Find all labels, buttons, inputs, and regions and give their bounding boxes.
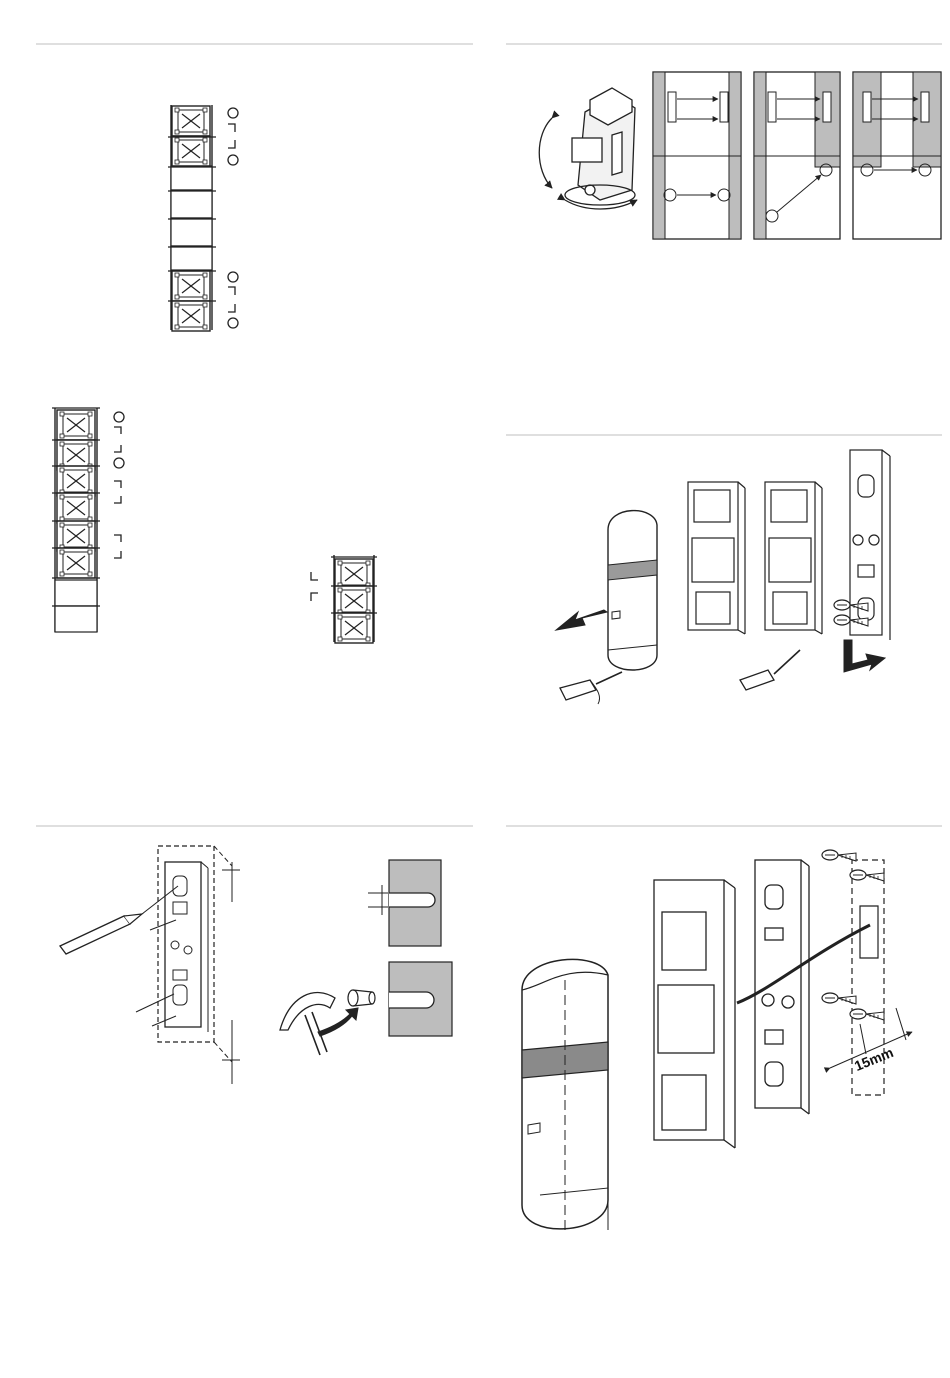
screwdriver-icon	[560, 672, 622, 704]
wall-plug-icon	[348, 990, 375, 1006]
screw-terminal-icon	[57, 493, 95, 523]
screw-terminal-icon	[57, 410, 95, 440]
screw-terminal-icon	[335, 559, 373, 589]
arrow-icon	[844, 640, 885, 672]
alignment-rotation	[539, 72, 941, 239]
screw-terminal-icon	[57, 548, 95, 578]
screw-icon	[850, 870, 884, 881]
screw-terminal-icon	[335, 586, 373, 616]
pencil-icon	[60, 914, 142, 954]
screw-icon	[822, 850, 856, 861]
terminal-block-wiring-b	[52, 408, 377, 643]
arrow-icon	[318, 1008, 358, 1036]
screw-terminal-icon	[172, 271, 210, 301]
screwdriver-icon	[740, 650, 800, 690]
drilling-template	[60, 846, 452, 1084]
screw-terminal-icon	[172, 106, 210, 136]
hammer-icon	[280, 993, 335, 1055]
screw-icon	[822, 993, 856, 1004]
screw-terminal-icon	[57, 466, 95, 496]
screw-terminal-icon	[335, 613, 373, 643]
arrow-icon	[556, 610, 607, 630]
screw-terminal-icon	[172, 301, 210, 331]
cover-removal	[556, 450, 890, 704]
screw-terminal-icon	[172, 136, 210, 166]
screw-terminal-icon	[57, 521, 95, 551]
terminal-block-wiring-a	[168, 105, 238, 331]
wall-mounting	[522, 850, 912, 1235]
screw-icon	[850, 1009, 884, 1020]
